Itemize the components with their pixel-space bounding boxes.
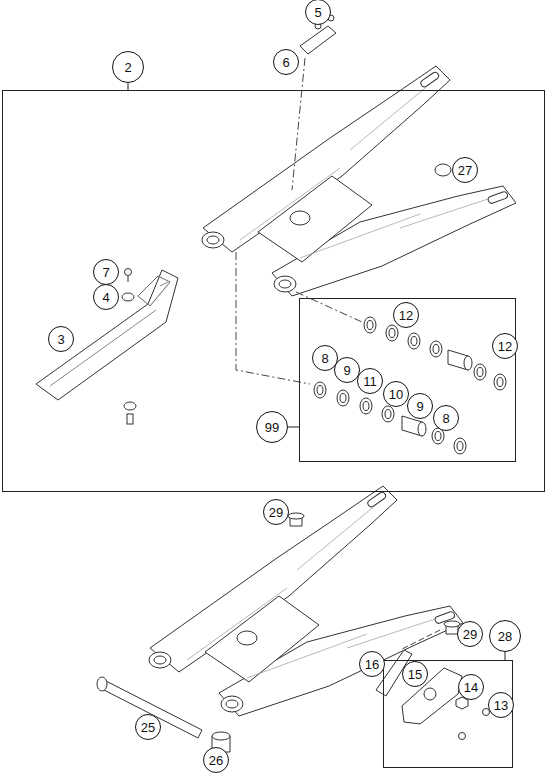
washer [124,402,136,410]
callout-number: 8 [442,412,449,425]
parts-illustration [360,398,372,414]
axle [100,680,202,738]
assembly-frame: 15141328 [383,660,513,768]
callout-circle: 14 [458,674,484,700]
callout-circle: 3 [48,326,74,352]
callout-number: 13 [494,699,508,712]
callout-number: 8 [321,352,328,365]
callout-circle: 5 [305,0,331,25]
parts-illustration [382,406,394,422]
callout-number: 6 [282,56,289,69]
chain-guide [424,688,436,700]
callout-circle: 9 [407,393,433,419]
spacer [212,732,230,740]
bolt [444,621,460,627]
callout-number: 12 [498,340,512,353]
chain-slider [36,270,178,400]
washer [122,293,134,301]
assembly-frame: 12128911109899 [299,298,516,462]
parts-illustration [408,333,420,349]
callout-number: 7 [102,266,109,279]
parts-illustration [448,350,472,370]
callout-circle: 26 [203,747,229,773]
callout-number: 25 [141,721,155,734]
parts-illustration [454,438,466,454]
assembly-line [296,292,362,322]
assembly-line [292,58,305,190]
chain-slider [138,276,170,306]
parts-illustration [474,364,486,380]
parts-illustration [402,416,426,436]
parts-illustration [386,325,398,341]
screw [127,414,133,424]
callout-circle: 7 [93,259,119,285]
callout-number: 15 [408,668,422,681]
screw [459,733,466,740]
callout-number: 29 [269,506,283,519]
parts-illustration [337,390,349,406]
callout-number: 28 [489,620,521,652]
callout-circle: 25 [135,714,161,740]
callout-circle: 6 [273,49,299,75]
callout-circle: 12 [492,333,518,359]
parts-illustration [494,374,506,390]
callout-number: 4 [102,291,109,304]
callout-number: 3 [57,333,64,346]
swingarm [149,486,463,716]
callout-number: 26 [209,754,223,767]
callout-number: 11 [363,375,377,388]
callout-number: 16 [365,658,379,671]
guard-bracket [300,26,336,54]
parts-illustration [430,341,442,357]
callout-number: 10 [389,388,403,401]
bolt [288,513,304,519]
callout-circle: 29 [457,621,483,647]
callout-circle: 13 [488,692,514,718]
parts-illustration [314,382,326,398]
plug [435,164,451,176]
screw [125,269,132,276]
callout-circle: 16 [359,651,385,677]
axle [97,677,107,691]
callout-circle: 12 [393,302,419,328]
screw [128,276,129,282]
callout-circle: 15 [402,661,428,687]
callout-number: 27 [458,164,472,177]
callout-circle: 10 [383,381,409,407]
callout-circle: 8 [433,405,459,431]
callout-circle: 11 [357,368,383,394]
callout-circle: 29 [263,499,289,525]
callout-number: 29 [463,628,477,641]
assembly-frame: 27743121289111098992 [2,90,545,492]
callout-number: 12 [399,309,413,322]
callout-circle: 4 [93,284,119,310]
callout-number: 2 [112,51,144,83]
parts-illustration [364,317,376,333]
assembly-line [400,630,440,650]
callout-number: 5 [314,6,321,19]
callout-number: 99 [256,411,288,443]
callout-circle: 27 [452,157,478,183]
swingarm [202,66,516,296]
callout-number: 9 [343,364,350,377]
callout-number: 14 [464,681,478,694]
callout-number: 9 [416,400,423,413]
chain-guide [402,668,462,724]
